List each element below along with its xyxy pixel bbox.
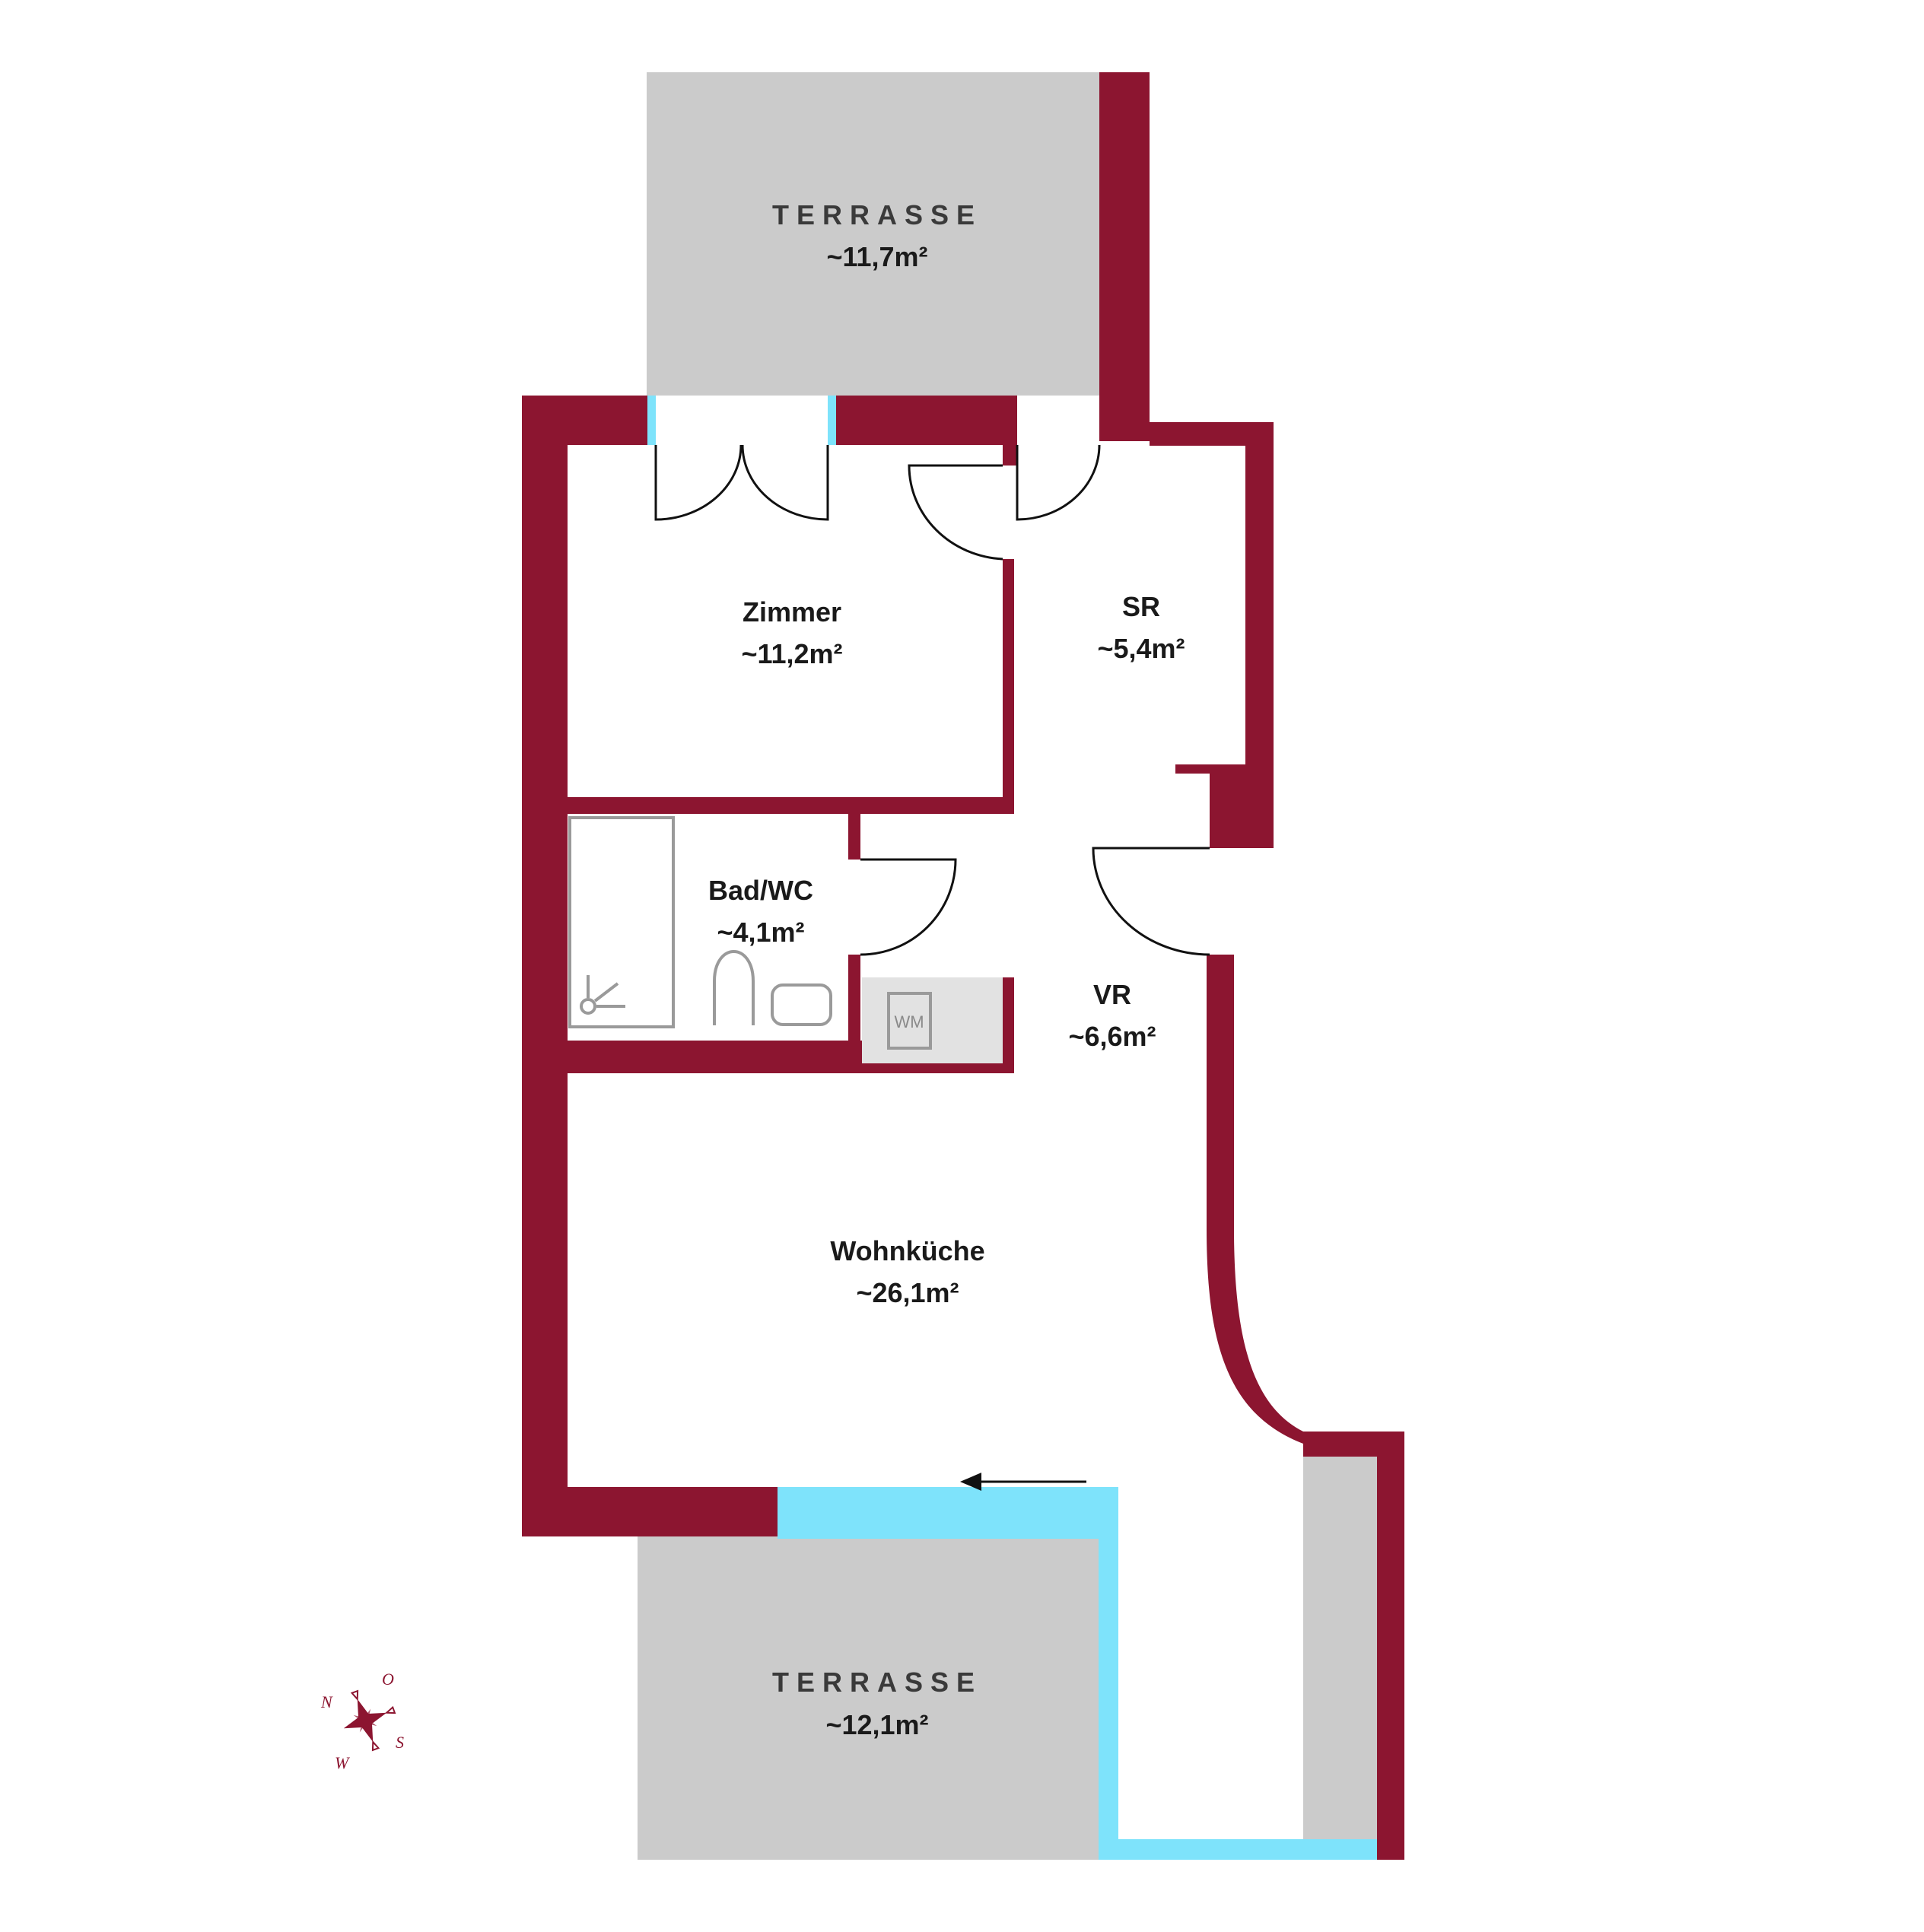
window-top-right [828, 396, 836, 445]
laundry-niche [862, 977, 1003, 1063]
glass-side-bottom [1099, 1487, 1118, 1860]
compass-south: S [396, 1733, 404, 1752]
bathroom-fixtures: WM [568, 816, 1003, 1063]
window-top-left [647, 396, 656, 445]
sr-name: SR [1122, 591, 1160, 622]
entrance-arrow-icon [960, 1473, 1086, 1491]
vr-area: ~6,6m² [1068, 1021, 1156, 1052]
sr-area: ~5,4m² [1097, 633, 1185, 664]
compass-north: N [320, 1692, 333, 1711]
shower-icon [580, 975, 625, 1015]
shower-tray [568, 816, 675, 1028]
wohnkueche-name: Wohnküche [830, 1235, 984, 1266]
bad-name: Bad/WC [708, 875, 813, 906]
glass-base-bottom [1099, 1839, 1377, 1860]
washing-machine-label: WM [894, 1012, 924, 1031]
terrace-bottom-name: TERRASSE [772, 1667, 982, 1698]
wohnkueche-area: ~26,1m² [856, 1277, 959, 1308]
doors [654, 444, 1210, 956]
terrace-bottom-area: ~12,1m² [825, 1709, 928, 1740]
compass-west: W [335, 1753, 350, 1772]
toilet-icon [713, 950, 755, 1025]
door-vr [1092, 847, 1210, 956]
terrace-bottom [638, 1536, 1099, 1860]
bad-area: ~4,1m² [717, 917, 804, 948]
washing-machine [887, 992, 932, 1050]
terrace-top-area: ~11,7m² [826, 241, 927, 272]
compass-rose-icon [343, 1689, 396, 1752]
side-strip [1303, 1457, 1377, 1841]
sink-icon [771, 983, 832, 1026]
terrace-top-name: TERRASSE [772, 199, 982, 230]
compass-east: O [382, 1670, 394, 1689]
door-sr [1016, 444, 1101, 521]
terrace-top [647, 72, 1099, 396]
zimmer-area: ~11,2m² [741, 638, 842, 669]
door-zimmer [908, 464, 1003, 561]
walls [522, 72, 1404, 1860]
vr-name: VR [1093, 979, 1131, 1010]
zimmer-name: Zimmer [743, 596, 841, 628]
door-bad [860, 858, 957, 956]
door-terrace-double [654, 444, 743, 521]
glass-front-bottom [778, 1487, 1118, 1539]
